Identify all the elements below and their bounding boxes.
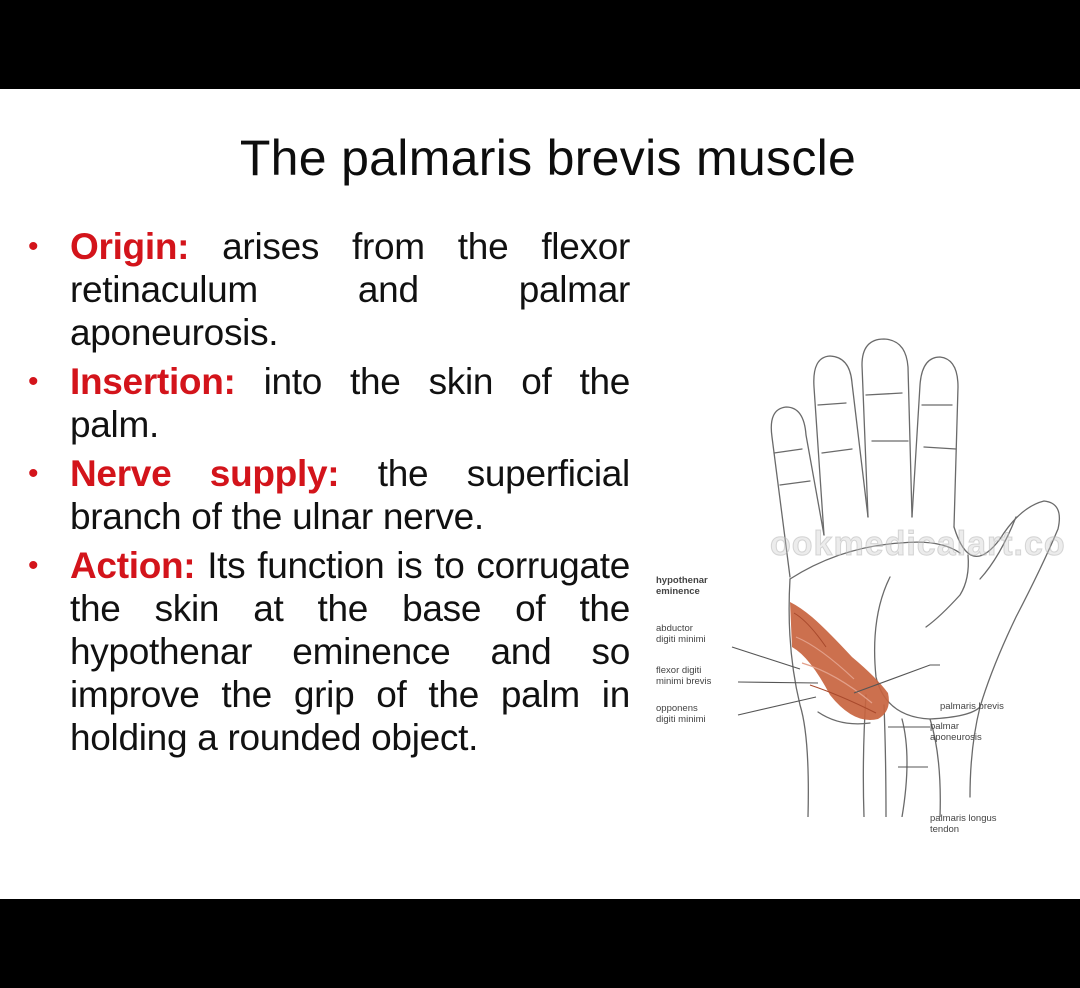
bullet-insertion: • Insertion: into the skin of the palm. bbox=[26, 360, 630, 446]
top-black-band bbox=[0, 0, 1080, 89]
label-palmar-aponeurosis: palmar aponeurosis bbox=[930, 721, 982, 743]
bullet-nerve-supply: • Nerve supply: the superficial branch of… bbox=[26, 452, 630, 538]
slide: The palmaris brevis muscle • Origin: aris… bbox=[0, 89, 1080, 899]
bullet-icon: • bbox=[28, 457, 39, 490]
bullet-icon: • bbox=[28, 365, 39, 398]
bullet-text: the superficial branch of the ulnar nerv… bbox=[70, 453, 630, 537]
bullet-action: • Action: Its function is to corrugate th… bbox=[26, 544, 630, 759]
bullet-icon: • bbox=[28, 549, 39, 582]
slide-title: The palmaris brevis muscle bbox=[239, 130, 857, 186]
watermark: ookmedicalart.co bbox=[770, 525, 1066, 564]
bullet-icon: • bbox=[28, 230, 39, 263]
bullet-text: arises from the flexor retinaculum and p… bbox=[70, 226, 630, 353]
bullet-origin: • Origin: arises from the flexor retinacu… bbox=[26, 225, 630, 354]
bullet-list: • Origin: arises from the flexor retinacu… bbox=[26, 225, 630, 765]
label-palmaris-brevis: palmaris brevis bbox=[940, 701, 1004, 712]
bullet-label: Insertion: bbox=[70, 361, 236, 402]
bullet-label: Nerve supply: bbox=[70, 453, 340, 494]
bullet-text: Its function is to corrugate the skin at… bbox=[70, 545, 630, 758]
label-opponens-digiti-minimi: opponens digiti minimi bbox=[656, 703, 706, 725]
bullet-label: Action: bbox=[70, 545, 196, 586]
bottom-black-band bbox=[0, 899, 1080, 988]
hand-illustration bbox=[731, 338, 1061, 817]
label-abductor-digiti-minimi: abductor digiti minimi bbox=[656, 623, 706, 645]
bullet-text: into the skin of the palm. bbox=[70, 361, 630, 445]
hand-anatomy-figure: ookmedicalart.co hypothenar eminence abd… bbox=[640, 317, 1080, 835]
label-palmaris-longus-tendon: palmaris longus tendon bbox=[930, 813, 997, 835]
label-hypothenar-eminence: hypothenar eminence bbox=[656, 575, 708, 597]
bullet-label: Origin: bbox=[70, 226, 190, 267]
label-flexor-digiti-minimi-brevis: flexor digiti minimi brevis bbox=[656, 665, 712, 687]
